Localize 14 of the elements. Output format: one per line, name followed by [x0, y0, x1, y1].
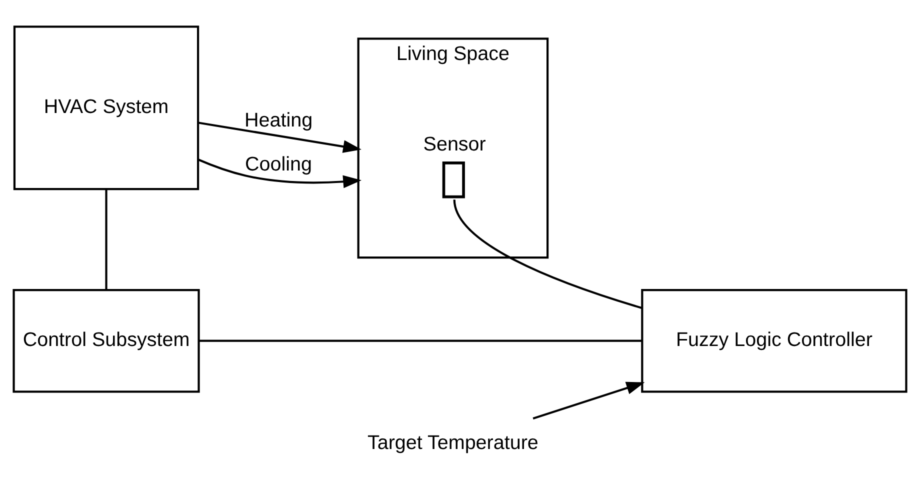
node-box [442, 162, 465, 198]
connector [198, 340, 642, 342]
edge-label: Heating [244, 109, 313, 132]
node-text: Target Temperature [367, 432, 538, 454]
node-box: Fuzzy Logic Controller [641, 288, 908, 393]
edge-label: Cooling [245, 153, 312, 176]
node-box: Control Subsystem [12, 288, 200, 393]
node-box: HVAC System [13, 26, 200, 190]
arrow [532, 382, 645, 420]
connector [105, 189, 108, 290]
arrow [198, 122, 362, 153]
arrow [198, 158, 362, 188]
node-label: Sensor [423, 133, 486, 156]
connector [453, 199, 642, 310]
